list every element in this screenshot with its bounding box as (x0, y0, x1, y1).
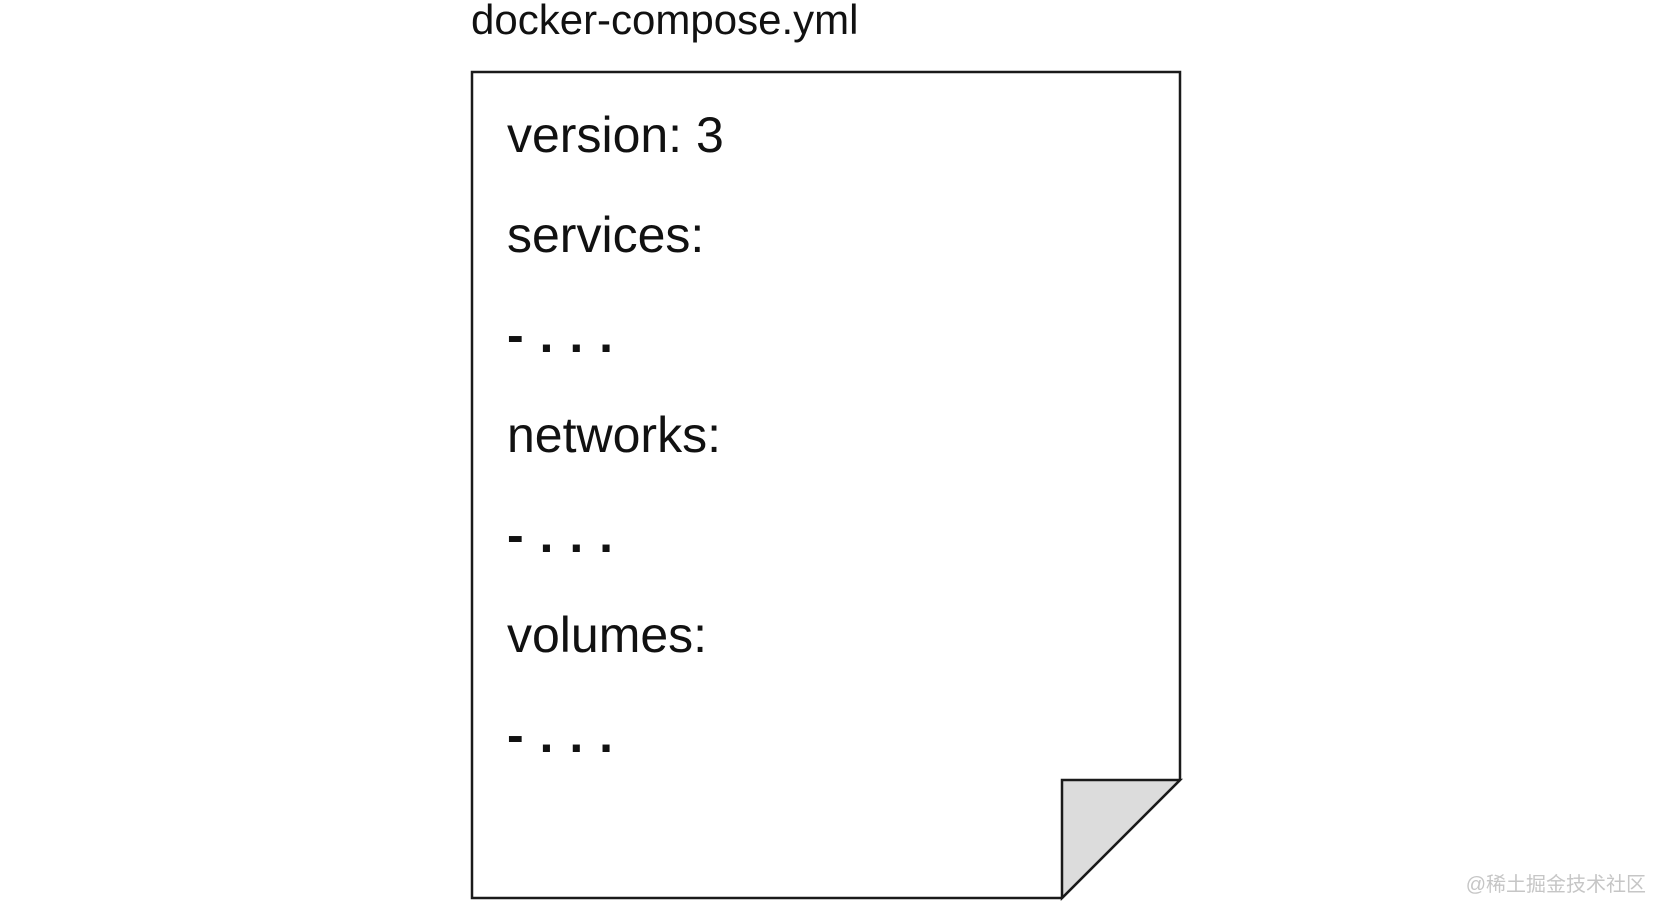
watermark-text: @稀土掘金技术社区 (1465, 874, 1646, 896)
yaml-line-networks: networks: (507, 407, 721, 463)
yaml-line-volumes-item-placeholder: - . . . (507, 707, 614, 763)
yaml-line-services: services: (507, 207, 705, 263)
folded-corner-flap (1060, 778, 1184, 902)
yaml-content: version: 3 services: - . . . networks: -… (507, 85, 1067, 785)
file-title: docker-compose.yml (471, 0, 859, 43)
yaml-line-services-item-placeholder: - . . . (507, 307, 614, 363)
yaml-line-version: version: 3 (507, 107, 724, 163)
yaml-line-volumes: volumes: (507, 607, 708, 663)
yaml-line-networks-item-placeholder: - . . . (507, 507, 614, 563)
